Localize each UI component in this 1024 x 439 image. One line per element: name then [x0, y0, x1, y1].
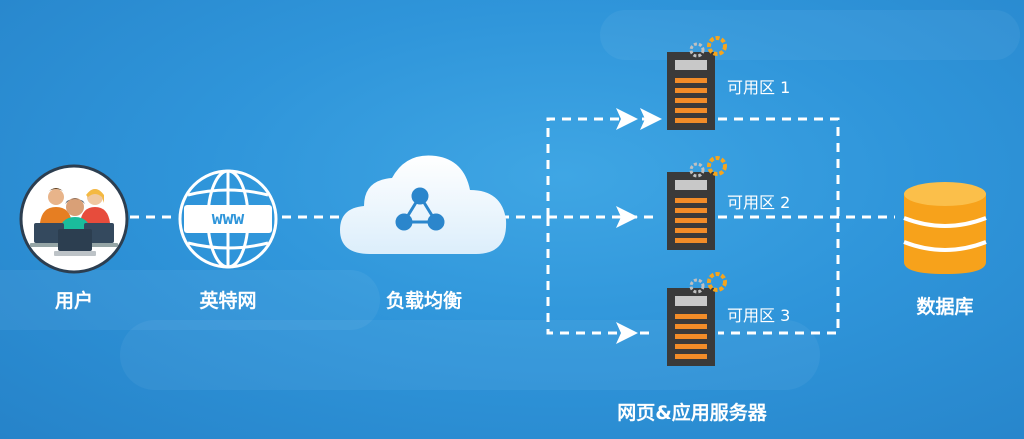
- server-3: [667, 272, 727, 366]
- arrow-icon: [640, 108, 662, 130]
- background-shape: [0, 270, 380, 330]
- server-icon: [667, 272, 727, 366]
- user-node: [18, 163, 130, 275]
- users-icon: [19, 164, 129, 274]
- internet-node: www: [174, 165, 282, 273]
- arrow-icon: [616, 108, 638, 130]
- load-balancer-node: [336, 150, 512, 260]
- database-label: 数据库: [916, 296, 974, 318]
- server-icon: [667, 36, 727, 130]
- gear-icon: [689, 272, 727, 294]
- server-1: [667, 36, 727, 130]
- cloud-icon: [340, 155, 507, 254]
- zone-1-label: 可用区 1: [727, 78, 791, 97]
- link-lb-server-3: [546, 217, 655, 335]
- database-icon: [903, 182, 987, 274]
- gear-icon: [689, 156, 727, 178]
- user-label: 用户: [54, 290, 94, 312]
- zone-3-label: 可用区 3: [727, 306, 791, 325]
- database-node: [900, 180, 990, 276]
- link-servers-bus: [718, 117, 840, 335]
- link-lb-server-1: [546, 117, 655, 217]
- arrow-icon: [616, 206, 638, 228]
- server-2: [667, 156, 727, 250]
- www-badge: www: [211, 208, 245, 229]
- zone-2-label: 可用区 2: [727, 193, 791, 212]
- background-shape: [600, 10, 1020, 60]
- gear-icon: [689, 36, 727, 58]
- server-group-label: 网页&应用服务器: [617, 402, 767, 424]
- globe-icon: [178, 169, 278, 269]
- internet-label: 英特网: [199, 290, 257, 312]
- load-balancer-label: 负载均衡: [385, 290, 463, 312]
- arrow-icon: [616, 322, 638, 344]
- server-icon: [667, 156, 727, 250]
